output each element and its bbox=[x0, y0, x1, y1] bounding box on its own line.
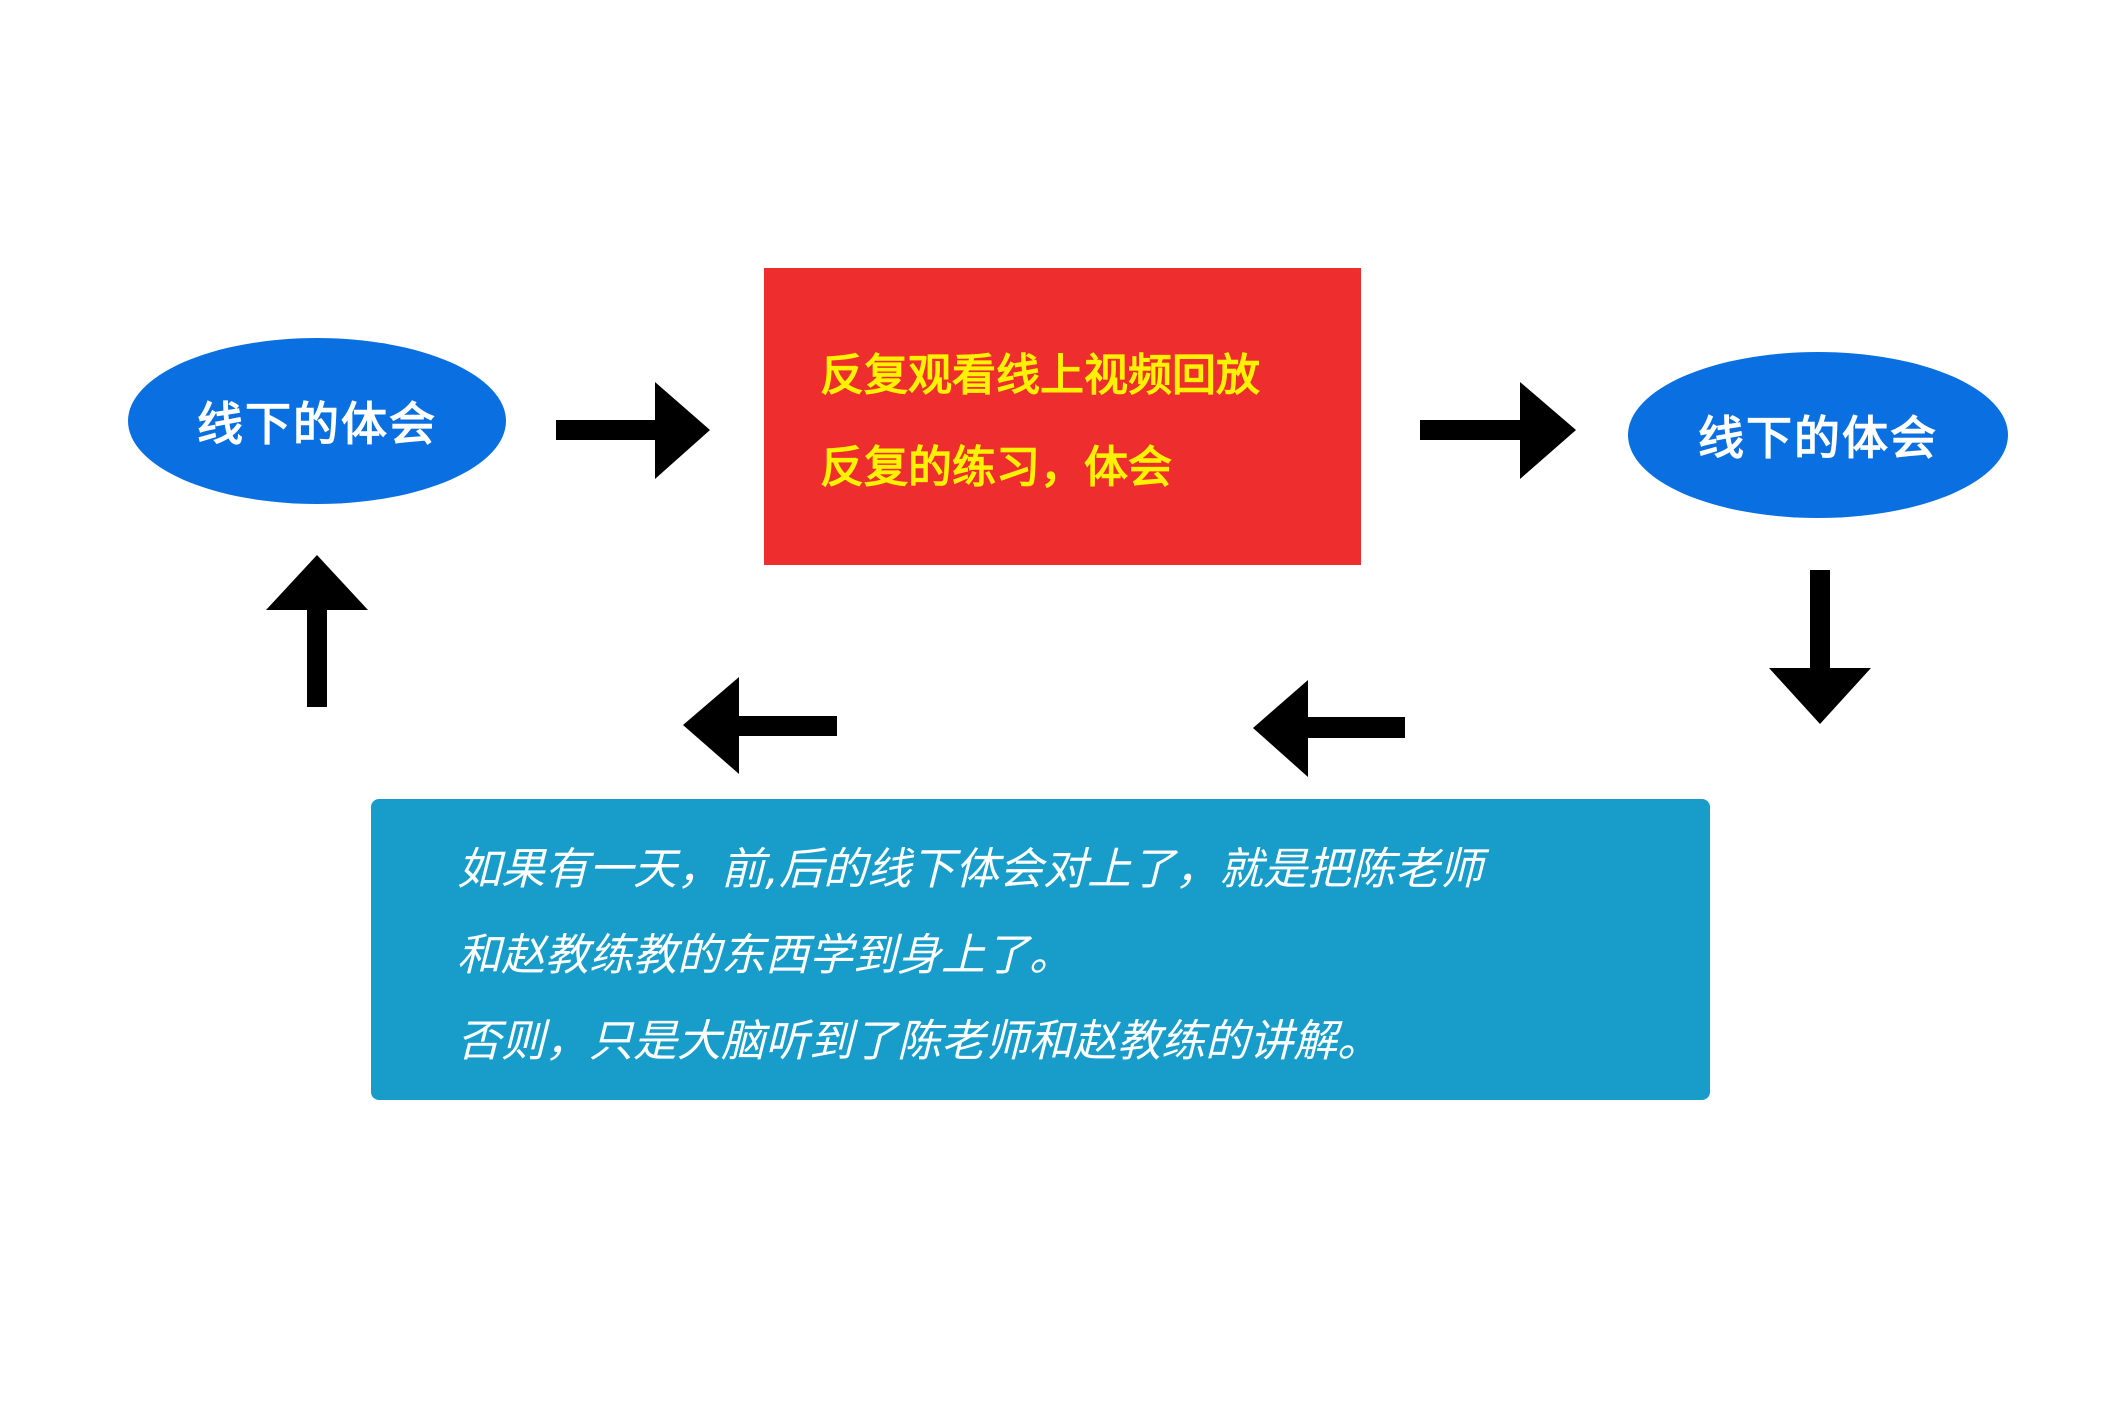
arrow-down-icon bbox=[1769, 570, 1871, 724]
arrow-up-icon bbox=[266, 555, 368, 707]
node-right-ellipse: 线下的体会 bbox=[1628, 352, 2008, 518]
center-line-1: 反复观看线上视频回放 bbox=[820, 350, 1260, 401]
bottom-line-3: 否则，只是大脑听到了陈老师和赵教练的讲解。 bbox=[457, 1016, 1381, 1067]
arrow-right-icon bbox=[556, 382, 710, 479]
arrow-left-icon bbox=[683, 677, 837, 774]
node-center-box: 反复观看线上视频回放 反复的练习，体会 bbox=[764, 268, 1361, 565]
node-left-ellipse: 线下的体会 bbox=[128, 338, 506, 504]
bottom-line-1: 如果有一天，前,后的线下体会对上了，就是把陈老师 bbox=[457, 844, 1483, 895]
arrow-left-icon bbox=[1253, 680, 1405, 777]
bottom-line-2: 和赵教练教的东西学到身上了。 bbox=[457, 930, 1073, 981]
arrow-right-icon bbox=[1420, 382, 1576, 479]
center-line-2: 反复的练习，体会 bbox=[820, 442, 1172, 493]
node-bottom-box: 如果有一天，前,后的线下体会对上了，就是把陈老师 和赵教练教的东西学到身上了。 … bbox=[371, 799, 1710, 1100]
